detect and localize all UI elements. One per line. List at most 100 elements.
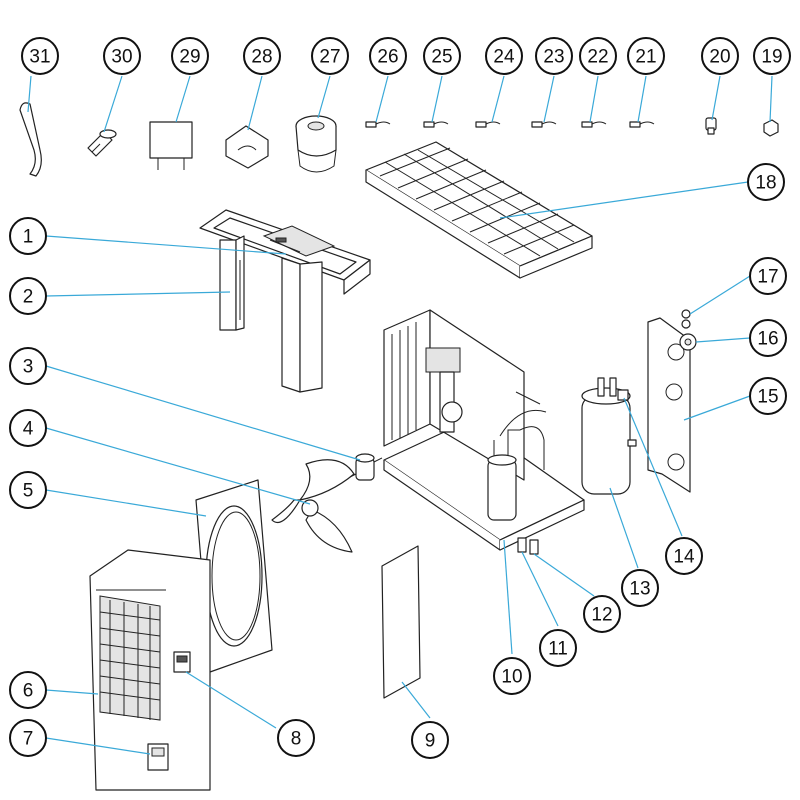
callout-number: 5 xyxy=(23,481,34,502)
callout-circle xyxy=(311,37,349,75)
callout-circle xyxy=(753,37,791,75)
part-7-controller xyxy=(147,743,169,771)
callout-21: 21 xyxy=(627,37,665,75)
callout-circle xyxy=(171,37,209,75)
part-25-sensor xyxy=(423,121,449,128)
callout-number: 22 xyxy=(587,47,608,68)
callout-circle xyxy=(535,37,573,75)
callout-22: 22 xyxy=(579,37,617,75)
callout-18: 18 xyxy=(747,163,785,201)
callout-20: 20 xyxy=(701,37,739,75)
callout-12: 12 xyxy=(583,595,621,633)
callout-number: 6 xyxy=(23,681,34,702)
callout-6: 6 xyxy=(9,671,47,709)
callout-number: 26 xyxy=(377,47,398,68)
callout-circle xyxy=(369,37,407,75)
callout-circle xyxy=(9,471,47,509)
callout-circle xyxy=(9,719,47,757)
callout-24: 24 xyxy=(485,37,523,75)
callout-circle xyxy=(9,277,47,315)
part-22-sensor xyxy=(581,121,607,128)
part-28-block xyxy=(225,125,269,169)
part-1-electric-box xyxy=(262,225,336,257)
part-10-compressor xyxy=(487,429,520,521)
callout-number: 27 xyxy=(319,47,340,68)
callout-circle xyxy=(103,37,141,75)
callout-circle xyxy=(485,37,523,75)
part-3-fan-motor xyxy=(347,453,383,481)
callout-11: 11 xyxy=(539,629,577,667)
part-20-valve xyxy=(705,117,717,135)
callout-circle xyxy=(9,409,47,447)
callout-circle xyxy=(747,163,785,201)
callout-number: 14 xyxy=(673,547,695,568)
callout-circle xyxy=(627,37,665,75)
callout-number: 1 xyxy=(23,227,34,248)
callout-3: 3 xyxy=(9,347,47,385)
chassis-evaporator xyxy=(383,309,585,551)
callout-27: 27 xyxy=(311,37,349,75)
callout-number: 4 xyxy=(23,419,34,440)
callout-circle xyxy=(21,37,59,75)
callout-number: 23 xyxy=(543,47,564,68)
callout-29: 29 xyxy=(171,37,209,75)
callout-circle xyxy=(243,37,281,75)
callout-number: 3 xyxy=(23,357,34,378)
part-23-sensor xyxy=(531,121,557,128)
callout-number: 30 xyxy=(111,47,132,68)
callout-19: 19 xyxy=(753,37,791,75)
callout-2: 2 xyxy=(9,277,47,315)
part-26-sensor xyxy=(365,121,391,128)
callout-number: 9 xyxy=(425,731,436,752)
callout-30: 30 xyxy=(103,37,141,75)
callout-1: 1 xyxy=(9,217,47,255)
callout-25: 25 xyxy=(423,37,461,75)
callout-14: 14 xyxy=(665,537,703,575)
callout-number: 16 xyxy=(757,329,778,350)
callout-circle xyxy=(493,657,531,695)
refrigerant-pipes xyxy=(499,391,547,470)
callout-circle xyxy=(701,37,739,75)
part-16-fitting xyxy=(679,333,697,351)
leader-lines xyxy=(27,75,773,755)
callout-number: 25 xyxy=(431,47,452,68)
callout-5: 5 xyxy=(9,471,47,509)
callout-circle xyxy=(665,537,703,575)
callout-number: 20 xyxy=(709,47,730,68)
callout-number: 13 xyxy=(629,579,650,600)
callout-16: 16 xyxy=(749,319,787,357)
part-29-capacitor xyxy=(149,121,193,170)
part-4-fan-blade xyxy=(271,459,355,553)
callout-number: 15 xyxy=(757,387,778,408)
callout-9: 9 xyxy=(411,721,449,759)
callout-number: 31 xyxy=(29,47,50,68)
part-27-grommet xyxy=(295,115,337,173)
callout-number: 12 xyxy=(591,605,612,626)
part-24-sensor xyxy=(475,121,501,128)
part-12-valve xyxy=(529,539,539,555)
part-8-display xyxy=(173,651,191,673)
callout-10: 10 xyxy=(493,657,531,695)
part-5-fan-panel xyxy=(195,479,273,673)
callout-number: 11 xyxy=(548,639,568,660)
callout-number: 19 xyxy=(761,47,782,68)
callout-circle xyxy=(749,377,787,415)
part-11-valve xyxy=(517,537,527,553)
callout-circle xyxy=(277,719,315,757)
callout-circle xyxy=(583,595,621,633)
part-19-connector xyxy=(763,119,779,137)
callout-23: 23 xyxy=(535,37,573,75)
callout-number: 8 xyxy=(291,729,302,750)
callout-4: 4 xyxy=(9,409,47,447)
callout-circle xyxy=(423,37,461,75)
callout-number: 17 xyxy=(757,267,778,288)
callout-number: 2 xyxy=(23,287,34,308)
callout-circle xyxy=(9,347,47,385)
callout-circle xyxy=(621,569,659,607)
callout-number: 21 xyxy=(635,47,656,68)
callout-28: 28 xyxy=(243,37,281,75)
callout-number: 28 xyxy=(251,47,272,68)
part-31-hose xyxy=(19,102,42,177)
callout-26: 26 xyxy=(369,37,407,75)
